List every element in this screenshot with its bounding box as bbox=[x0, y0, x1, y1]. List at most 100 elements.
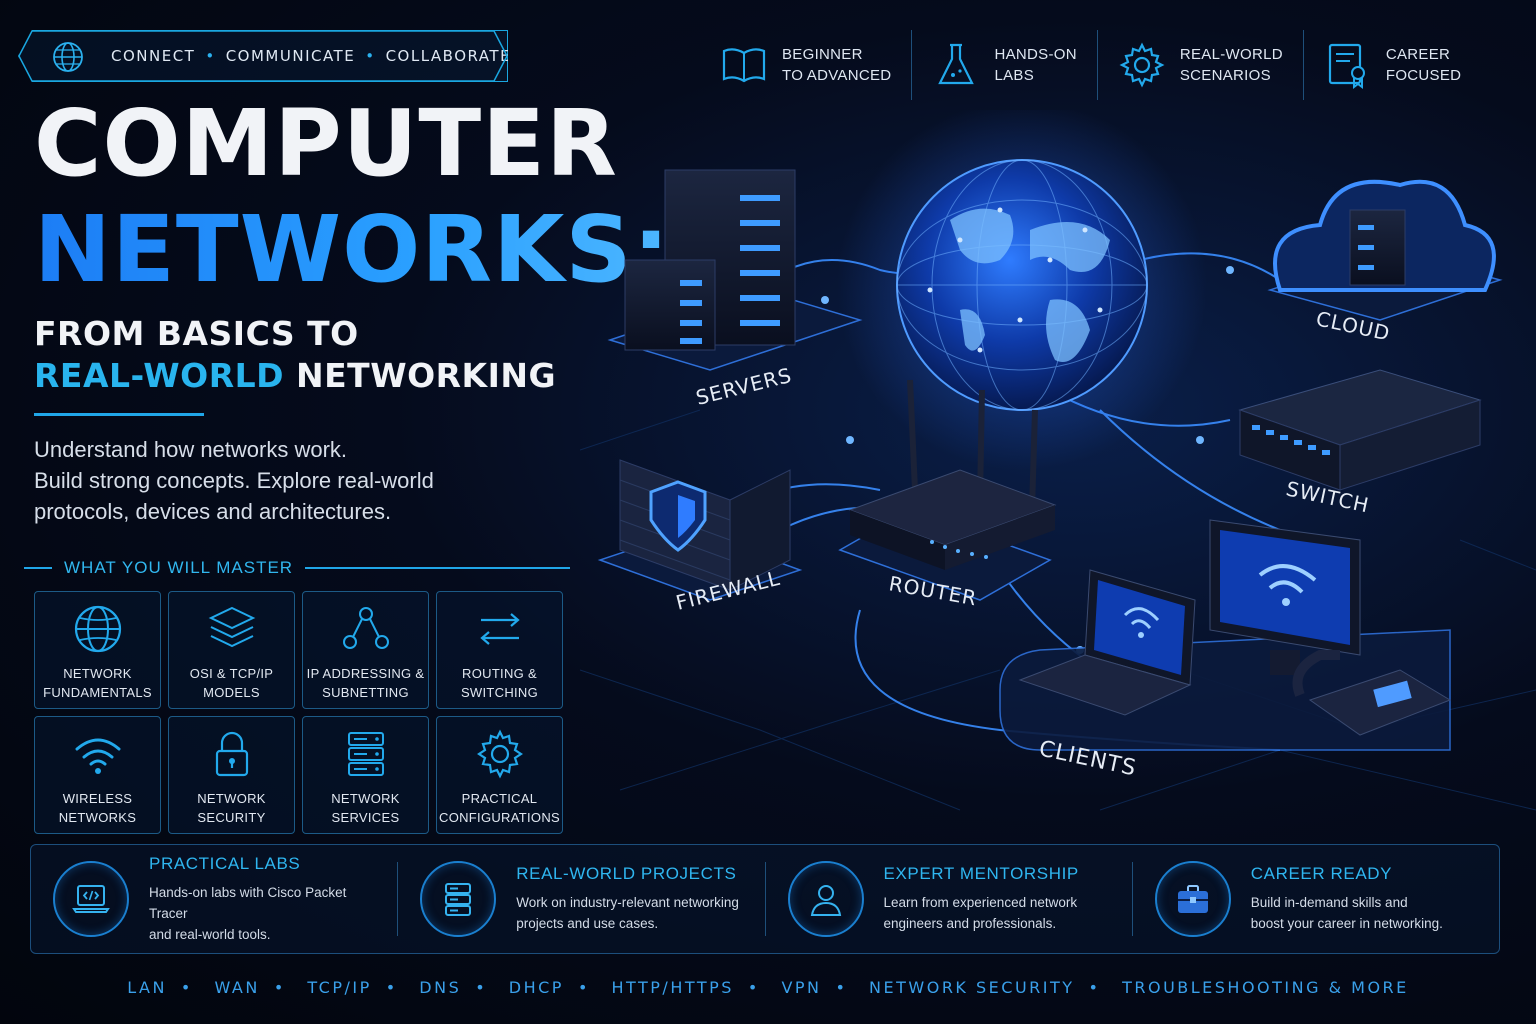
master-tile-routing: ROUTING & SWITCHING bbox=[436, 591, 563, 709]
keyword: WAN bbox=[214, 978, 260, 997]
keyword: NETWORK SECURITY bbox=[869, 978, 1075, 997]
laptop-code-icon bbox=[72, 885, 110, 913]
master-heading-text: WHAT YOU WILL MASTER bbox=[64, 558, 294, 577]
benefit-desc: projects and use cases. bbox=[516, 916, 659, 931]
tile-label: IP ADDRESSING & bbox=[306, 666, 425, 681]
wifi-icon bbox=[75, 738, 120, 774]
benefit-desc: and real-world tools. bbox=[149, 926, 271, 942]
master-tile-osi-models: OSI & TCP/IP MODELS bbox=[168, 591, 295, 709]
benefit-real-world-projects: REAL-WORLD PROJECTS Work on industry-rel… bbox=[398, 861, 766, 937]
lock-icon bbox=[215, 731, 248, 777]
master-tile-wireless: WIRELESS NETWORKS bbox=[34, 716, 161, 834]
tile-label: CONFIGURATIONS bbox=[439, 810, 560, 825]
tile-label: SECURITY bbox=[197, 810, 266, 825]
tile-label: ROUTING & bbox=[462, 666, 537, 681]
description: Understand how networks work. Build stro… bbox=[34, 434, 504, 527]
tile-label: NETWORK bbox=[63, 666, 132, 681]
master-heading: WHAT YOU WILL MASTER bbox=[24, 558, 571, 578]
keyword: VPN bbox=[781, 978, 822, 997]
keyword-separator: • bbox=[180, 978, 193, 997]
keyword-separator: • bbox=[1088, 978, 1101, 997]
cloud-device bbox=[1267, 179, 1503, 321]
keyword: HTTP/HTTPS bbox=[611, 978, 734, 997]
title-divider bbox=[34, 413, 204, 416]
globe-icon bbox=[74, 605, 121, 653]
subtitle-line1: FROM BASICS TO bbox=[34, 314, 359, 353]
feature-label: REAL-WORLD bbox=[1179, 46, 1283, 63]
clients-device bbox=[999, 519, 1452, 751]
router-device bbox=[838, 379, 1057, 601]
tagline-banner: CONNECT • COMMUNICATE • COLLABORATE bbox=[18, 30, 508, 82]
tile-label: OSI & TCP/IP bbox=[189, 666, 274, 681]
keyword: LAN bbox=[127, 978, 167, 997]
benefit-desc: Build in-demand skills and bbox=[1250, 895, 1408, 910]
tile-label: FUNDAMENTALS bbox=[43, 685, 152, 700]
master-tile-network-fundamentals: NETWORK FUNDAMENTALS bbox=[34, 591, 161, 709]
benefit-title: REAL-WORLD PROJECTS bbox=[516, 864, 737, 883]
feature-label: TO ADVANCED bbox=[782, 67, 892, 84]
benefit-desc: boost your career in networking. bbox=[1250, 916, 1443, 931]
tile-label: NETWORK bbox=[331, 791, 400, 806]
tile-label: SUBNETTING bbox=[322, 685, 409, 700]
description-line: Understand how networks work. bbox=[34, 437, 348, 462]
feature-label: SCENARIOS bbox=[1179, 67, 1271, 84]
server-icon bbox=[347, 732, 384, 776]
heading-rule bbox=[305, 567, 571, 569]
keyword-separator: • bbox=[475, 978, 488, 997]
benefits-bar: PRACTICAL LABS Hands-on labs with Cisco … bbox=[30, 844, 1500, 954]
tagline-connect: CONNECT bbox=[111, 47, 196, 65]
server-icon bbox=[445, 883, 472, 916]
benefit-expert-mentorship: EXPERT MENTORSHIP Learn from experienced… bbox=[766, 861, 1133, 937]
feature-label: LABS bbox=[994, 67, 1034, 84]
heading-rule bbox=[24, 567, 52, 569]
network-illustration: SERVERS CLOUD SWITCH FIREWALL ROUTER CLI… bbox=[579, 100, 1536, 840]
benefit-desc: engineers and professionals. bbox=[883, 916, 1057, 931]
master-tile-ip-addressing: IP ADDRESSING & SUBNETTING bbox=[302, 591, 429, 709]
keyword-separator: • bbox=[385, 978, 398, 997]
tile-label: MODELS bbox=[203, 685, 260, 700]
keyword: TROUBLESHOOTING & MORE bbox=[1122, 978, 1409, 997]
book-icon bbox=[722, 48, 766, 83]
page-title-line1: COMPUTER bbox=[34, 90, 618, 197]
servers-device bbox=[607, 169, 863, 371]
briefcase-icon bbox=[1177, 885, 1208, 913]
switch-device bbox=[1238, 369, 1482, 491]
certificate-icon bbox=[1328, 43, 1365, 89]
tile-label: SERVICES bbox=[331, 810, 400, 825]
master-grid: NETWORK FUNDAMENTALS OSI & TCP/IP MODELS… bbox=[34, 591, 566, 834]
layers-icon bbox=[208, 606, 255, 648]
benefit-desc: Hands-on labs with Cisco Packet Tracer bbox=[149, 884, 347, 921]
tile-label: SWITCHING bbox=[460, 685, 539, 700]
feature-beginner: BEGINNER TO ADVANCED bbox=[700, 30, 913, 100]
subtitle-highlight: REAL-WORLD bbox=[34, 356, 285, 395]
tagline-collaborate: COLLABORATE bbox=[385, 47, 512, 65]
tile-label: PRACTICAL bbox=[461, 791, 538, 806]
tile-label: NETWORKS bbox=[58, 810, 137, 825]
tagline-separator: • bbox=[365, 47, 376, 65]
feature-strip: BEGINNER TO ADVANCED HANDS-ON LABS REAL-… bbox=[700, 30, 1481, 100]
arrows-icon bbox=[479, 613, 520, 645]
page-title-line2: NETWORKS: bbox=[34, 196, 671, 303]
benefit-practical-labs: PRACTICAL LABS Hands-on labs with Cisco … bbox=[31, 854, 399, 942]
firewall-device bbox=[597, 459, 803, 601]
globe-icon bbox=[53, 42, 83, 72]
subtitle-line2: REAL-WORLD NETWORKING bbox=[34, 356, 556, 395]
tagline-communicate: COMMUNICATE bbox=[225, 47, 356, 65]
benefit-title: EXPERT MENTORSHIP bbox=[883, 864, 1079, 883]
user-icon bbox=[810, 885, 841, 916]
feature-career: CAREER FOCUSED bbox=[1304, 30, 1481, 100]
description-line: Build strong concepts. Explore real-worl… bbox=[34, 468, 434, 493]
keyword: DNS bbox=[419, 978, 462, 997]
benefit-desc: Learn from experienced network bbox=[883, 895, 1078, 910]
flask-icon bbox=[938, 43, 975, 85]
master-tile-services: NETWORK SERVICES bbox=[302, 716, 429, 834]
topology-icon bbox=[342, 607, 389, 649]
feature-label: BEGINNER bbox=[782, 46, 863, 63]
keyword: TCP/IP bbox=[307, 978, 372, 997]
master-tile-configurations: PRACTICAL CONFIGURATIONS bbox=[436, 716, 563, 834]
feature-label: FOCUSED bbox=[1385, 67, 1462, 84]
tagline-separator: • bbox=[205, 47, 216, 65]
benefit-desc: Work on industry-relevant networking bbox=[516, 895, 739, 910]
tile-label: WIRELESS bbox=[62, 791, 133, 806]
keyword-separator: • bbox=[577, 978, 590, 997]
